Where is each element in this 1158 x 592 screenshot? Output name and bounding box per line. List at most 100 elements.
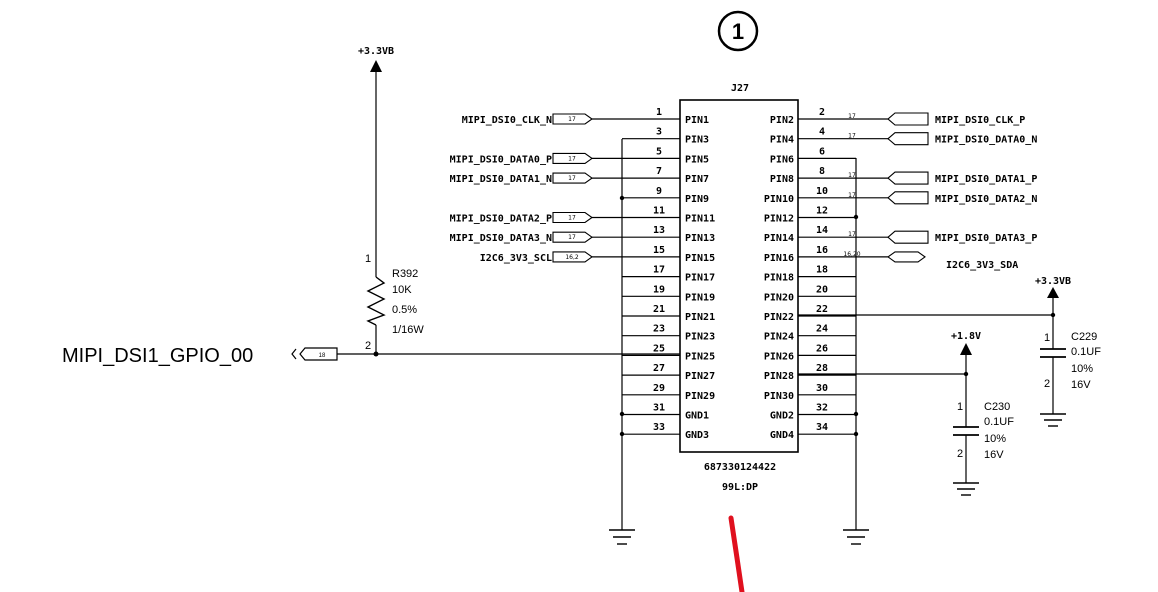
pin-name: PIN9 [685, 194, 709, 205]
pin-name: PIN13 [685, 233, 715, 244]
pin-name: PIN14 [764, 233, 794, 244]
c230-ref: C230 [984, 401, 1010, 413]
pin-number: 1 [656, 107, 662, 118]
net-label: MIPI_DSI0_CLK_N [462, 115, 552, 126]
pin-number: 23 [653, 324, 665, 335]
pin-name: GND3 [685, 430, 709, 441]
net-page-ref: 16,2 [565, 254, 579, 261]
pin-number: 5 [656, 146, 662, 157]
net-page-ref: 17 [568, 215, 576, 222]
c229-pin-2: 2 [1044, 378, 1050, 390]
pin-number: 34 [816, 422, 828, 433]
net-label: MIPI_DSI0_DATA1_P [935, 174, 1037, 185]
pin-name: PIN25 [685, 351, 715, 362]
offpage-connector-icon [552, 152, 593, 164]
pin-number: 7 [656, 166, 662, 177]
capacitor-c229: +3.3VB 1 2 C229 0.1UF 10% 16V [798, 276, 1101, 427]
net-label: MIPI_DSI0_CLK_P [935, 115, 1025, 126]
net-label: MIPI_DSI0_DATA0_P [450, 154, 552, 165]
pin-name: GND2 [770, 411, 794, 422]
red-annotation-stroke [728, 515, 745, 592]
pin-number: 31 [653, 403, 665, 414]
offpage-connector-icon [552, 251, 593, 263]
pin-number: 28 [816, 363, 828, 374]
net-page-ref: 17 [848, 231, 856, 238]
pin-number: 32 [816, 403, 828, 414]
net-label: MIPI_DSI0_DATA3_N [450, 233, 552, 244]
pin-name: PIN24 [764, 332, 794, 343]
net-page-ref: 16,20 [843, 251, 860, 258]
pin-name: GND4 [770, 430, 794, 441]
net-label: MIPI_DSI0_DATA1_N [450, 174, 552, 185]
pin-number: 21 [653, 304, 665, 315]
resistor-r392: +3.3VB 1 2 R392 10K 0.5% 1/16W [358, 46, 424, 357]
c229-tolerance: 10% [1071, 363, 1093, 375]
pin-number: 10 [816, 186, 828, 197]
pin-number: 8 [819, 166, 825, 177]
offpage-connector-icon [887, 191, 929, 205]
pin-number: 18 [816, 265, 828, 276]
pin-number: 26 [816, 343, 828, 354]
right-ground-bus [843, 158, 869, 545]
offpage-connector-icon [887, 112, 929, 126]
r392-value: 10K [392, 284, 412, 296]
ground-symbol-left [609, 529, 635, 545]
pin-number: 16 [816, 245, 828, 256]
pin-number: 24 [816, 324, 828, 335]
pin-name: PIN21 [685, 312, 715, 323]
offpage-connector-icon [887, 132, 929, 146]
net-page-ref: 17 [848, 172, 856, 179]
pin-name: GND1 [685, 411, 709, 422]
pin-name: PIN30 [764, 391, 794, 402]
offpage-connector-icon [552, 211, 593, 224]
connector-part-number: 687330124422 [704, 462, 776, 473]
connector-left-pins: 1PIN117MIPI_DSI0_CLK_N3PIN35PIN517MIPI_D… [450, 107, 715, 441]
pin-name: PIN11 [685, 214, 715, 225]
offpage-connector-icon [552, 231, 593, 243]
pin-name: PIN27 [685, 371, 715, 382]
pin-name: PIN1 [685, 115, 709, 126]
pin-number: 6 [819, 146, 825, 157]
pin-number: 22 [816, 304, 828, 315]
gpio-page-ref: 18 [319, 353, 326, 359]
pin-name: PIN22 [764, 312, 794, 323]
pin-number: 4 [819, 127, 825, 138]
offpage-connector-icon [887, 171, 929, 185]
c230-voltage: 16V [984, 449, 1004, 461]
c229-voltage: 16V [1071, 379, 1091, 391]
resistor-zigzag-icon [366, 276, 386, 326]
connector-footprint: 99L:DP [722, 482, 758, 493]
c230-pin-2: 2 [957, 448, 963, 460]
left-ground-bus [609, 139, 635, 545]
power-arrow-icon [370, 60, 382, 72]
net-page-ref: 17 [568, 234, 576, 241]
connector-j27: J27 687330124422 99L:DP 1PIN117MIPI_DSI0… [450, 83, 1038, 493]
c229-pin-1: 1 [1044, 332, 1050, 344]
pin-name: PIN28 [764, 371, 794, 382]
pin-name: PIN29 [685, 391, 715, 402]
